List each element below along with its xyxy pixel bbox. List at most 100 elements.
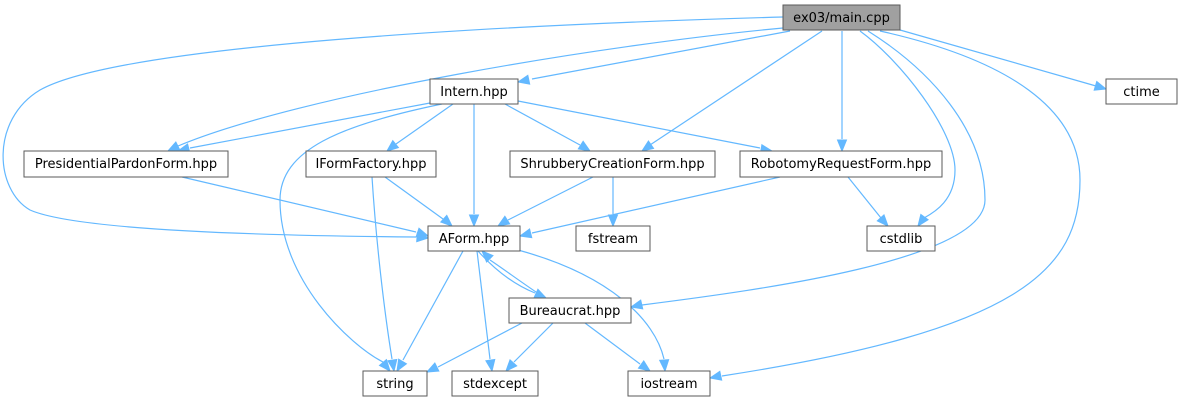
edge-robotomy-aform (518, 176, 781, 239)
arrowhead-icon (166, 141, 181, 152)
arrowhead-icon (640, 140, 655, 152)
arrowhead-icon (496, 215, 511, 227)
arrowhead-icon (1093, 80, 1108, 91)
edge-line (177, 27, 784, 147)
node-main[interactable]: ex03/main.cpp (782, 4, 901, 31)
arrowhead-icon (533, 288, 548, 299)
edge-main-ctime (899, 29, 1108, 91)
edge-robotomy-cstdlib (847, 176, 889, 227)
edge-line (189, 102, 431, 149)
edge-line (641, 30, 986, 306)
edge-line (531, 30, 791, 80)
arrowhead-icon (425, 362, 440, 373)
node-iformfactory[interactable]: IFormFactory.hpp (305, 150, 437, 178)
edge-line (504, 103, 581, 146)
edge-aform-string (396, 250, 464, 373)
arrowhead-icon (439, 214, 453, 227)
arrowhead-icon (637, 359, 652, 372)
arrowhead-icon (876, 213, 889, 227)
node-intern[interactable]: Intern.hpp (429, 78, 519, 105)
arrowhead-icon (505, 358, 518, 372)
edge-intern-iformfactory (385, 103, 454, 152)
arrowhead-icon (516, 74, 531, 85)
edge-iformfactory-aform (384, 176, 453, 227)
edge-line (721, 30, 1081, 377)
edges-layer (2, 16, 1108, 381)
node-aform[interactable]: AForm.hpp (427, 225, 521, 252)
arrowhead-icon (629, 299, 644, 310)
node-string-label: string (376, 377, 413, 392)
node-iformfactory-label: IFormFactory.hpp (315, 157, 426, 172)
edge-line (531, 176, 781, 234)
edge-intern-shrubbery (504, 103, 592, 152)
edge-line (402, 250, 464, 361)
arrowhead-icon (378, 358, 391, 373)
edge-bureaucrat-string (425, 322, 523, 373)
arrowhead-icon (385, 139, 400, 152)
node-intern-label: Intern.hpp (440, 85, 507, 100)
node-presidential-label: PresidentialPardonForm.hpp (35, 157, 217, 172)
node-ctime[interactable]: ctime (1105, 78, 1178, 105)
arrowhead-icon (387, 358, 398, 373)
node-presidential[interactable]: PresidentialPardonForm.hpp (23, 150, 229, 178)
edge-line (847, 176, 882, 219)
node-robotomy[interactable]: RobotomyRequestForm.hpp (739, 150, 943, 178)
arrowhead-icon (468, 214, 480, 228)
node-shrubbery-label: ShrubberyCreationForm.hpp (520, 157, 704, 172)
node-fstream-label: fstream (588, 232, 638, 247)
node-main-label: ex03/main.cpp (793, 11, 890, 26)
nodes-layer: ex03/main.cpp Intern.hpp ctime President… (23, 4, 1178, 397)
edge-line (513, 322, 554, 363)
edge-line (517, 100, 761, 149)
node-string[interactable]: string (362, 370, 428, 397)
edge-main-cstdlib (859, 30, 956, 228)
edge-line (371, 176, 393, 360)
arrowhead-icon (415, 227, 430, 238)
arrowhead-icon (481, 250, 494, 263)
edge-presidential-aform (181, 176, 430, 238)
edge-shrubbery-aform (496, 176, 594, 227)
node-cstdlib[interactable]: cstdlib (866, 225, 936, 252)
node-fstream[interactable]: fstream (575, 225, 651, 252)
arrowhead-icon (485, 358, 496, 373)
edge-line (584, 322, 641, 365)
edge-line (395, 103, 454, 145)
edge-main-presidential (166, 27, 784, 152)
arrowhead-icon (518, 228, 533, 239)
node-cstdlib-label: cstdlib (880, 232, 923, 247)
arrowhead-icon (396, 358, 408, 373)
node-shrubbery[interactable]: ShrubberyCreationForm.hpp (509, 150, 716, 178)
edge-bureaucrat-aform (481, 250, 546, 299)
edge-main-shrubbery (640, 30, 823, 152)
edge-main-intern (516, 30, 791, 85)
node-iostream[interactable]: iostream (627, 370, 711, 397)
edge-main-iostream (708, 30, 1081, 381)
edge-line (477, 250, 536, 294)
edge-line (649, 30, 823, 146)
node-robotomy-label: RobotomyRequestForm.hpp (751, 157, 931, 172)
edge-line (384, 176, 444, 220)
edge-iformfactory-string (371, 176, 398, 373)
arrowhead-icon (836, 139, 848, 153)
edge-line (2, 16, 784, 238)
arrowhead-icon (577, 140, 592, 152)
arrowhead-icon (607, 214, 619, 228)
node-bureaucrat[interactable]: Bureaucrat.hpp (508, 297, 632, 324)
node-ctime-label: ctime (1123, 85, 1160, 100)
edge-line (507, 176, 594, 221)
edge-aform-stdexcept (476, 250, 496, 373)
edge-line (899, 29, 1097, 87)
edge-bureaucrat-stdexcept (505, 322, 554, 372)
edge-line (437, 322, 523, 368)
edge-line (489, 259, 546, 299)
arrowhead-icon (658, 359, 670, 373)
node-aform-label: AForm.hpp (439, 232, 510, 247)
node-stdexcept[interactable]: stdexcept (451, 370, 539, 397)
arrowhead-icon (708, 370, 723, 381)
edge-main-robotomy (836, 31, 848, 153)
node-bureaucrat-label: Bureaucrat.hpp (520, 304, 621, 319)
edge-intern-aform (468, 104, 480, 228)
node-iostream-label: iostream (640, 377, 697, 392)
edge-line (859, 30, 956, 219)
